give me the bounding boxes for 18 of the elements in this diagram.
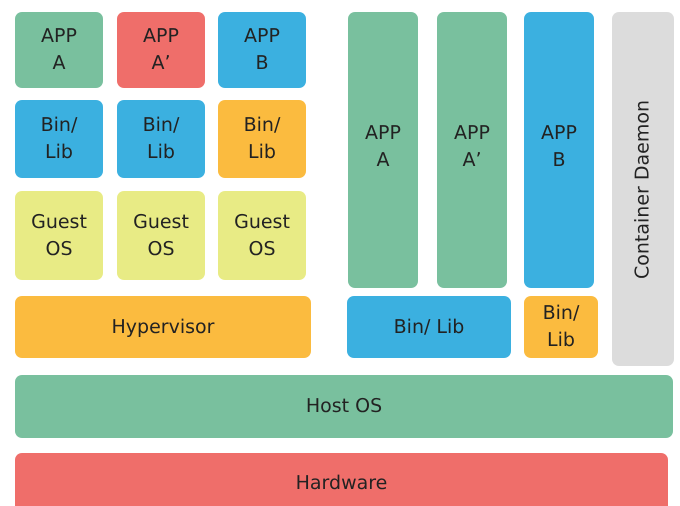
library-block: Bin/ Lib — [347, 296, 511, 358]
library-block: Bin/ Lib — [15, 100, 103, 178]
hypervisor-layer: Hypervisor — [15, 296, 311, 358]
guest-os-block: Guest OS — [117, 191, 205, 280]
guest-os-block: Guest OS — [218, 191, 306, 280]
guest-os-block: Guest OS — [15, 191, 103, 280]
app-block: APP A — [15, 12, 103, 88]
app-block: APP A’ — [117, 12, 205, 88]
daemon-block: Container Daemon — [612, 12, 674, 366]
library-block: Bin/ Lib — [117, 100, 205, 178]
app-block: APP A’ — [437, 12, 507, 288]
library-block: Bin/ Lib — [218, 100, 306, 178]
app-block: APP A — [348, 12, 418, 288]
library-block: Bin/ Lib — [524, 296, 598, 358]
app-block: APP B — [218, 12, 306, 88]
hardware-layer: Hardware — [15, 453, 668, 506]
host-os-layer: Host OS — [15, 375, 673, 438]
app-block: APP B — [524, 12, 594, 288]
